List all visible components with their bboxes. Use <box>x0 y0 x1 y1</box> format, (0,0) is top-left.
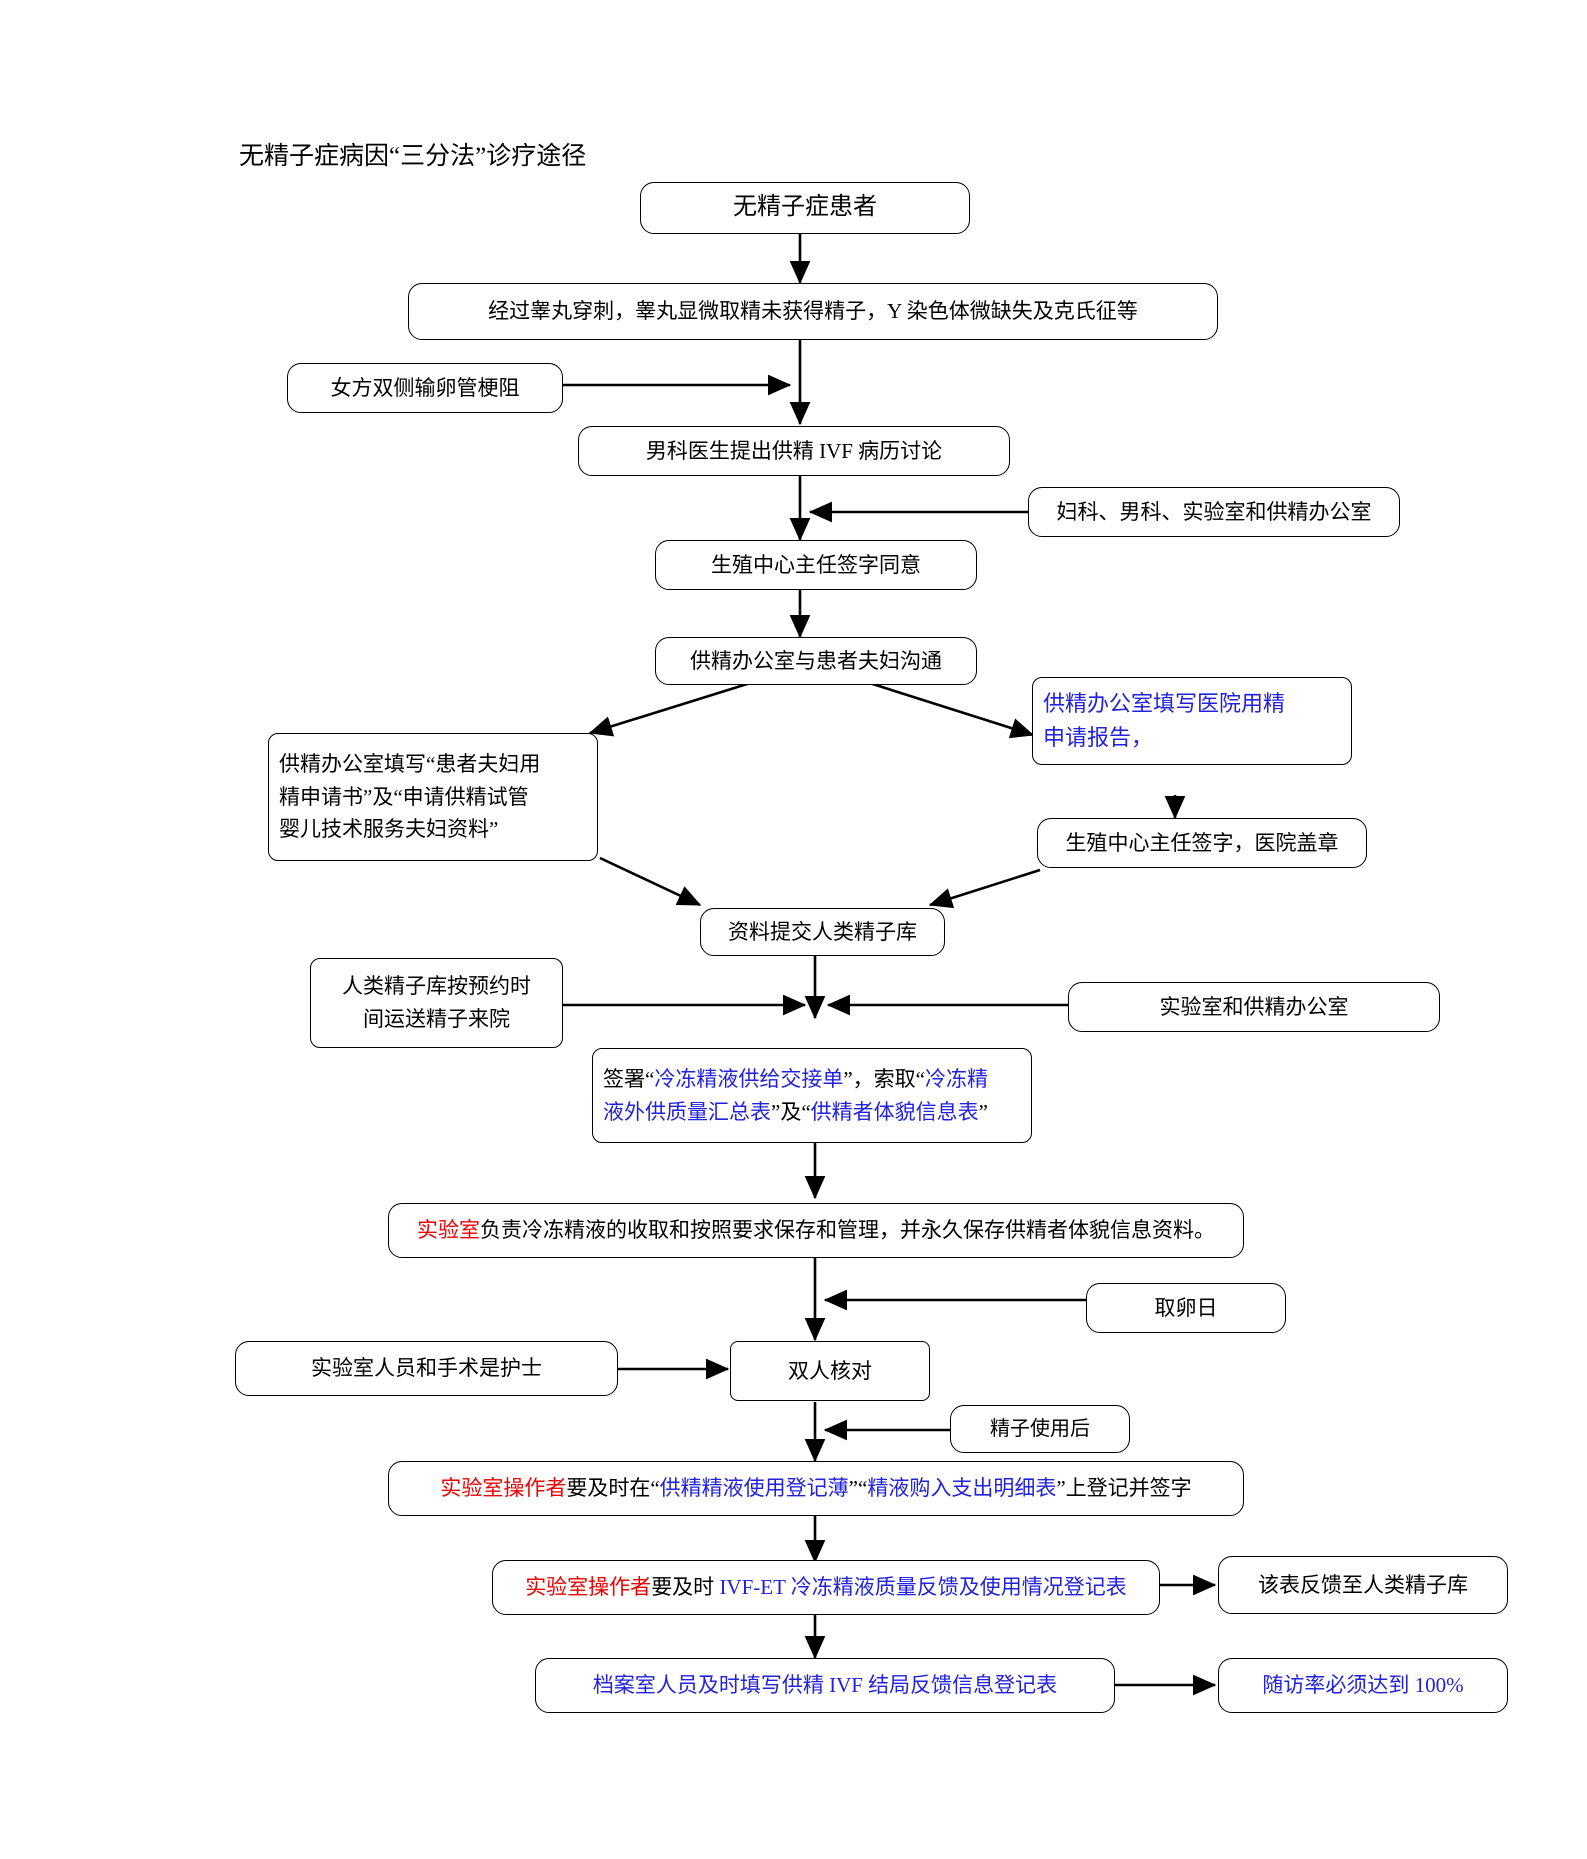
node-quality-feedback-text: 实验室操作者要及时 IVF-ET 冷冻精液质量反馈及使用情况登记表 <box>503 1571 1149 1604</box>
node-couple-forms-text: 供精办公室填写“患者夫妇用 精申请书”及“申请供精试管 婴儿技术服务夫妇资料” <box>279 748 587 846</box>
node-double-check[interactable]: 双人核对 <box>730 1341 930 1401</box>
register-books-plain-3: ”上登记并签字 <box>1056 1476 1192 1501</box>
node-couple-forms[interactable]: 供精办公室填写“患者夫妇用 精申请书”及“申请供精试管 婴儿技术服务夫妇资料” <box>268 733 598 861</box>
node-office-couple-label: 供精办公室与患者夫妇沟通 <box>690 648 942 673</box>
node-oocyte-day[interactable]: 取卵日 <box>1086 1283 1286 1333</box>
node-archive-form[interactable]: 档案室人员及时填写供精 IVF 结局反馈信息登记表 <box>535 1658 1115 1713</box>
node-case-discussion[interactable]: 男科医生提出供精 IVF 病历讨论 <box>578 426 1010 476</box>
node-lab-staff-nurse[interactable]: 实验室人员和手术是护士 <box>235 1341 618 1396</box>
node-feedback-to-bank[interactable]: 该表反馈至人类精子库 <box>1218 1556 1508 1614</box>
node-hospital-report[interactable]: 供精办公室填写医院用精 申请报告， <box>1032 677 1352 765</box>
node-exam-label: 经过睾丸穿刺，睾丸显微取精未获得精子，Y 染色体微缺失及克氏征等 <box>488 299 1138 324</box>
node-register-books[interactable]: 实验室操作者要及时在“供精精液使用登记薄”“精液购入支出明细表”上登记并签字 <box>388 1461 1244 1516</box>
node-director-sign[interactable]: 生殖中心主任签字同意 <box>655 540 977 590</box>
node-submit-bank[interactable]: 资料提交人类精子库 <box>700 908 945 956</box>
register-books-doc-1: 供精精液使用登记薄 <box>659 1476 849 1501</box>
sign-forms-doc-3: 供精者体貌信息表 <box>810 1099 979 1124</box>
node-patient-label: 无精子症患者 <box>733 194 877 221</box>
node-feedback-to-bank-label: 该表反馈至人类精子库 <box>1258 1572 1468 1597</box>
node-exam[interactable]: 经过睾丸穿刺，睾丸显微取精未获得精子，Y 染色体微缺失及克氏征等 <box>408 283 1218 340</box>
sign-forms-doc-2a: 冷冻精 <box>924 1066 988 1091</box>
node-case-discussion-label: 男科医生提出供精 IVF 病历讨论 <box>645 438 943 463</box>
lab-storage-rest: 负责冷冻精液的收取和按照要求保存和管理，并永久保存供精者体貌信息资料。 <box>480 1218 1215 1243</box>
node-lab-storage[interactable]: 实验室负责冷冻精液的收取和按照要求保存和管理，并永久保存供精者体貌信息资料。 <box>388 1203 1244 1258</box>
node-lab-office-label: 实验室和供精办公室 <box>1159 994 1349 1019</box>
sign-forms-doc-1: 冷冻精液供给交接单 <box>654 1066 844 1091</box>
node-followup-rate-label: 随访率必须达到 100% <box>1262 1673 1464 1698</box>
sign-forms-plain-1: 签署“ <box>603 1066 655 1091</box>
quality-feedback-plain: 要及时 <box>651 1575 720 1600</box>
quality-feedback-doc: IVF-ET 冷冻精液质量反馈及使用情况登记表 <box>719 1575 1127 1600</box>
node-director-sign-label: 生殖中心主任签字同意 <box>711 552 921 577</box>
node-quality-feedback[interactable]: 实验室操作者要及时 IVF-ET 冷冻精液质量反馈及使用情况登记表 <box>492 1560 1160 1615</box>
node-lab-storage-text: 实验室负责冷冻精液的收取和按照要求保存和管理，并永久保存供精者体貌信息资料。 <box>399 1214 1233 1247</box>
register-books-red: 实验室操作者 <box>440 1476 567 1501</box>
register-books-plain-2: ”“ <box>848 1476 868 1501</box>
node-director-stamp-label: 生殖中心主任签字，医院盖章 <box>1065 830 1339 855</box>
register-books-doc-2: 精液购入支出明细表 <box>867 1476 1057 1501</box>
node-female-tubal-label: 女方双侧输卵管梗阻 <box>330 375 520 400</box>
sign-forms-plain-2: ”，索取“ <box>843 1066 925 1091</box>
node-oocyte-day-label: 取卵日 <box>1154 1295 1218 1320</box>
sign-forms-plain-3: ”及“ <box>771 1099 811 1124</box>
node-departments-label: 妇科、男科、实验室和供精办公室 <box>1056 499 1372 524</box>
register-books-plain-1: 要及时在“ <box>566 1476 660 1501</box>
node-patient[interactable]: 无精子症患者 <box>640 182 970 234</box>
node-bank-transport-label: 人类精子库按预约时 间运送精子来院 <box>342 974 531 1031</box>
node-register-books-text: 实验室操作者要及时在“供精精液使用登记薄”“精液购入支出明细表”上登记并签字 <box>399 1472 1233 1505</box>
node-after-use[interactable]: 精子使用后 <box>950 1405 1130 1453</box>
couple-forms-line-3: 婴儿技术服务夫妇资料” <box>279 817 499 842</box>
lab-storage-red: 实验室 <box>417 1218 480 1243</box>
node-archive-form-label: 档案室人员及时填写供精 IVF 结局反馈信息登记表 <box>592 1673 1058 1698</box>
node-departments[interactable]: 妇科、男科、实验室和供精办公室 <box>1028 487 1400 537</box>
page-title: 无精子症病因“三分法”诊疗途径 <box>239 143 587 170</box>
couple-forms-line-2: 精申请书”及“申请供精试管 <box>279 784 529 809</box>
node-sign-forms-text: 签署“冷冻精液供给交接单”，索取“冷冻精液外供质量汇总表”及“供精者体貌信息表” <box>603 1063 1021 1128</box>
node-bank-transport[interactable]: 人类精子库按预约时 间运送精子来院 <box>310 958 563 1048</box>
node-after-use-label: 精子使用后 <box>990 1417 1090 1440</box>
node-followup-rate[interactable]: 随访率必须达到 100% <box>1218 1658 1508 1713</box>
node-lab-office[interactable]: 实验室和供精办公室 <box>1068 982 1440 1032</box>
couple-forms-line-1: 供精办公室填写“患者夫妇用 <box>279 752 541 777</box>
node-office-couple[interactable]: 供精办公室与患者夫妇沟通 <box>655 637 977 685</box>
node-lab-staff-nurse-label: 实验室人员和手术是护士 <box>311 1356 542 1381</box>
sign-forms-plain-4: ” <box>978 1099 988 1124</box>
node-sign-forms[interactable]: 签署“冷冻精液供给交接单”，索取“冷冻精液外供质量汇总表”及“供精者体貌信息表” <box>592 1048 1032 1143</box>
node-double-check-label: 双人核对 <box>788 1358 872 1383</box>
sign-forms-doc-2b: 液外供质量汇总表 <box>603 1099 771 1124</box>
node-female-tubal[interactable]: 女方双侧输卵管梗阻 <box>287 363 563 413</box>
node-submit-bank-label: 资料提交人类精子库 <box>728 919 917 944</box>
node-director-stamp[interactable]: 生殖中心主任签字，医院盖章 <box>1037 818 1367 868</box>
node-hospital-report-label: 供精办公室填写医院用精 申请报告， <box>1043 690 1286 750</box>
quality-feedback-red: 实验室操作者 <box>525 1575 652 1600</box>
